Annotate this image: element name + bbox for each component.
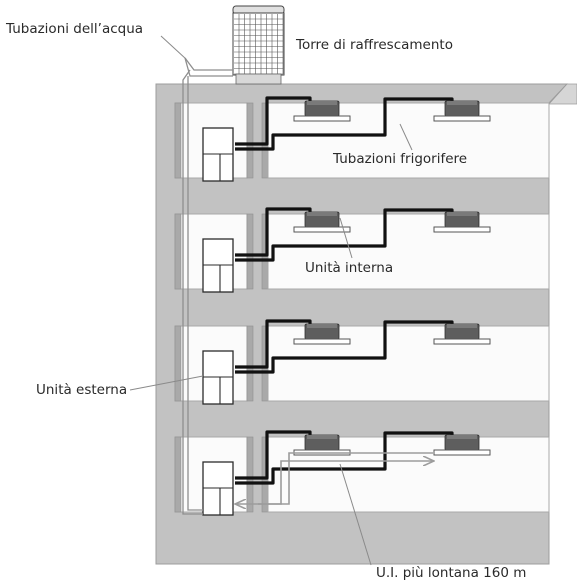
label-water-pipes: Tubazioni dell’acqua <box>5 21 143 37</box>
roof-edge <box>548 83 577 105</box>
leader-refrigerant-pipes <box>399 123 413 151</box>
water-pipe-riser-inner <box>187 76 203 511</box>
cooling-tower-body <box>232 12 285 76</box>
label-refrigerant-pipes: Tubazioni frigorifere <box>332 151 467 167</box>
refrigerant-pipe-far <box>235 320 454 374</box>
indoor-unit-near <box>293 323 351 345</box>
floor-2 <box>174 319 550 405</box>
wall-shaft <box>246 436 254 513</box>
refrigerant-pipe-far <box>235 431 454 485</box>
indoor-unit-panel <box>433 338 491 345</box>
water-pipe-top-inner <box>184 57 233 77</box>
leader-lines <box>129 35 413 566</box>
wall-shaft <box>174 213 182 290</box>
farthest-unit-distance <box>236 452 433 505</box>
indoor-unit-top <box>447 212 477 216</box>
refrigerant-pipe-far <box>235 97 454 151</box>
wall-shaft <box>174 325 182 402</box>
floor-3 <box>174 207 550 293</box>
refrigerant-pipe-far <box>235 208 454 262</box>
indoor-unit-near <box>293 100 351 122</box>
water-pipe-top-outer <box>184 57 233 71</box>
indoor-unit-far <box>433 211 491 233</box>
indoor-unit-top <box>307 324 337 328</box>
cooling-tower <box>232 5 285 85</box>
indoor-unit-far <box>433 323 491 345</box>
leader-indoor-unit <box>339 217 353 259</box>
office-room <box>267 102 550 179</box>
wall-shaft <box>174 436 182 513</box>
indoor-unit-panel <box>433 115 491 122</box>
label-cooling-tower: Torre di raffrescamento <box>295 37 453 53</box>
floor-4 <box>174 96 550 182</box>
label-outdoor-unit: Unità esterna <box>36 382 127 398</box>
cooling-tower-base <box>235 73 282 85</box>
indoor-unit-far <box>433 100 491 122</box>
distance-arrow-right <box>258 461 433 505</box>
leader-farthest-unit <box>339 463 372 566</box>
indoor-unit-top <box>307 212 337 216</box>
leader-outdoor-unit <box>129 375 204 391</box>
outdoor-unit <box>202 350 234 405</box>
water-pipes <box>182 57 233 515</box>
indoor-unit-panel <box>433 449 491 456</box>
floors <box>174 96 550 516</box>
floor-1 <box>174 430 550 516</box>
wall-shaft <box>246 213 254 290</box>
wall-shaft <box>246 102 254 179</box>
label-farthest-unit: U.I. più lontana 160 m <box>376 565 526 581</box>
indoor-unit-near <box>293 211 351 233</box>
indoor-unit-panel <box>293 115 351 122</box>
labels: Tubazioni dell’acqua Torre di raffrescam… <box>5 21 526 581</box>
indoor-unit-far <box>433 434 491 456</box>
indoor-unit-top <box>447 435 477 439</box>
indoor-unit-top <box>447 324 477 328</box>
wall-shaft <box>246 325 254 402</box>
indoor-unit-top <box>307 101 337 105</box>
indoor-unit-top <box>447 101 477 105</box>
indoor-unit-panel <box>433 226 491 233</box>
water-pipe-riser-outer <box>182 69 203 515</box>
outdoor-unit <box>202 461 234 516</box>
indoor-unit-panel <box>293 338 351 345</box>
label-indoor-unit: Unità interna <box>305 260 393 276</box>
outdoor-unit <box>202 238 234 293</box>
cooling-tower-grid <box>234 14 284 75</box>
outdoor-unit <box>202 127 234 182</box>
indoor-unit-top <box>307 435 337 439</box>
wall-shaft <box>174 102 182 179</box>
indoor-unit-panel <box>293 226 351 233</box>
leader-water-pipes <box>160 35 187 60</box>
